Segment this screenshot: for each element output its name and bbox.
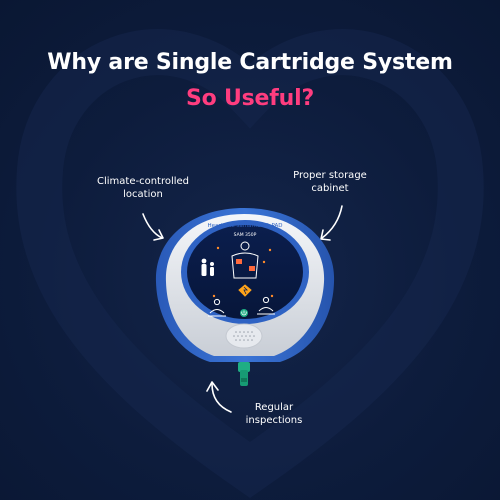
callout-climate: Climate-controlled location — [88, 175, 198, 201]
callout-inspections-line1: Regular — [254, 402, 294, 413]
cartridge-tab[interactable] — [238, 362, 250, 386]
shock-icon — [238, 284, 252, 297]
callout-inspections: Regular inspections — [232, 401, 316, 427]
cpr-figure-right — [257, 296, 275, 315]
page-title: Why are Single Cartridge System — [47, 50, 453, 75]
device-model: SAM 350P — [234, 232, 257, 238]
indicator-lights — [212, 246, 274, 298]
callout-inspections-line2: inspections — [245, 415, 303, 426]
page-subtitle: So Useful? — [185, 86, 315, 111]
pictograms — [201, 241, 275, 317]
power-button-icon[interactable] — [240, 309, 248, 317]
speaker-grille — [225, 323, 263, 349]
adult-child-icon — [201, 258, 214, 276]
callout-climate-line1: Climate-controlled — [96, 176, 190, 187]
device-brand: HeartSine samaritan® PAD — [208, 222, 283, 229]
callout-climate-line2: location — [123, 189, 163, 200]
cpr-figure-left — [208, 298, 226, 317]
callout-storage-line1: Proper storage — [293, 170, 367, 181]
callout-storage-line2: cabinet — [311, 183, 349, 194]
callout-storage: Proper storage cabinet — [280, 169, 380, 195]
torso-pads-icon — [231, 241, 259, 279]
